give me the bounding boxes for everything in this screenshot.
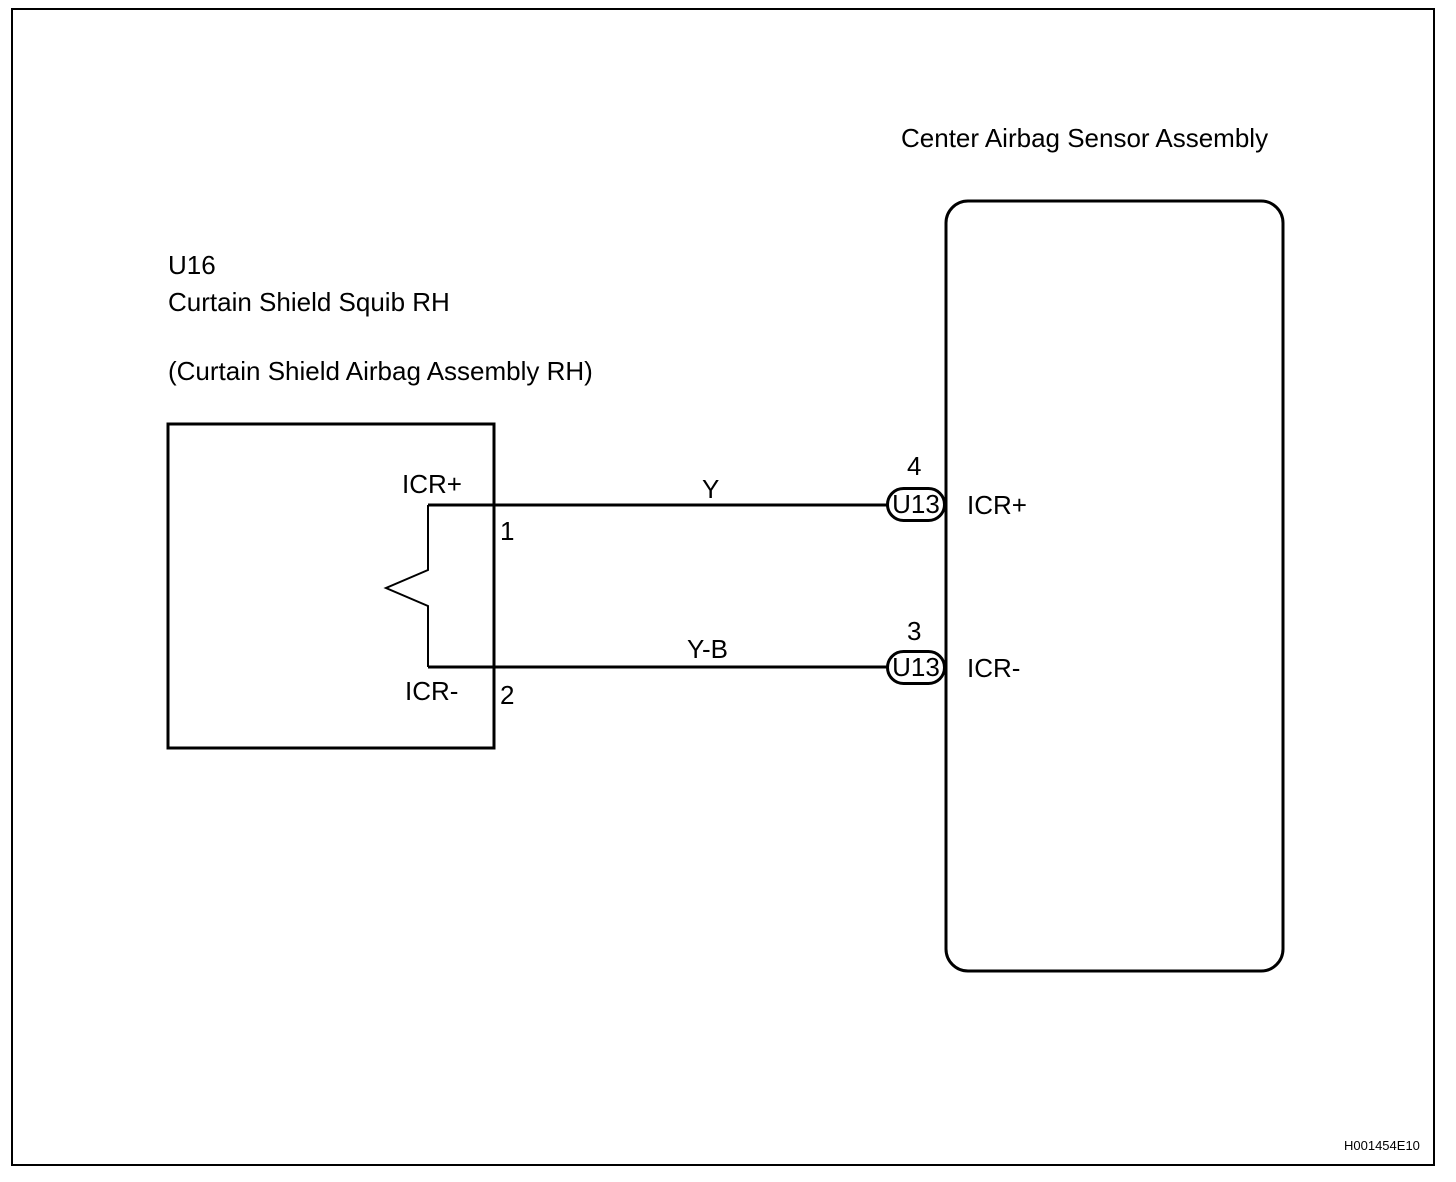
squib-element-symbol [383, 505, 429, 667]
wire-color-y-b: Y-B [687, 634, 728, 664]
squib-box [166, 422, 496, 750]
sensor-pin-4: 4 [907, 451, 922, 481]
sensor-terminal-icr-plus: ICR+ [967, 490, 1027, 520]
diagram-frame [11, 8, 1435, 1166]
squib-pin-2: 2 [500, 680, 515, 710]
connector-u13-pin-4: U13 [886, 487, 946, 522]
sensor-pin-3: 3 [907, 616, 922, 646]
squib-pin-1: 1 [500, 516, 515, 546]
sensor-box [944, 199, 1285, 973]
squib-terminal-icr-plus: ICR+ [402, 469, 462, 499]
sensor-terminal-icr-minus: ICR- [967, 653, 1021, 683]
squib-assembly-name: (Curtain Shield Airbag Assembly RH) [168, 356, 593, 386]
figure-id: H001454E10 [1344, 1138, 1420, 1153]
squib-name: Curtain Shield Squib RH [168, 287, 450, 317]
sensor-assembly-title: Center Airbag Sensor Assembly [901, 123, 1269, 153]
squib-terminal-icr-minus: ICR- [405, 676, 459, 706]
connector-u13-pin-3: U13 [886, 650, 946, 685]
squib-code: U16 [168, 250, 216, 280]
wire-color-y: Y [702, 474, 720, 504]
